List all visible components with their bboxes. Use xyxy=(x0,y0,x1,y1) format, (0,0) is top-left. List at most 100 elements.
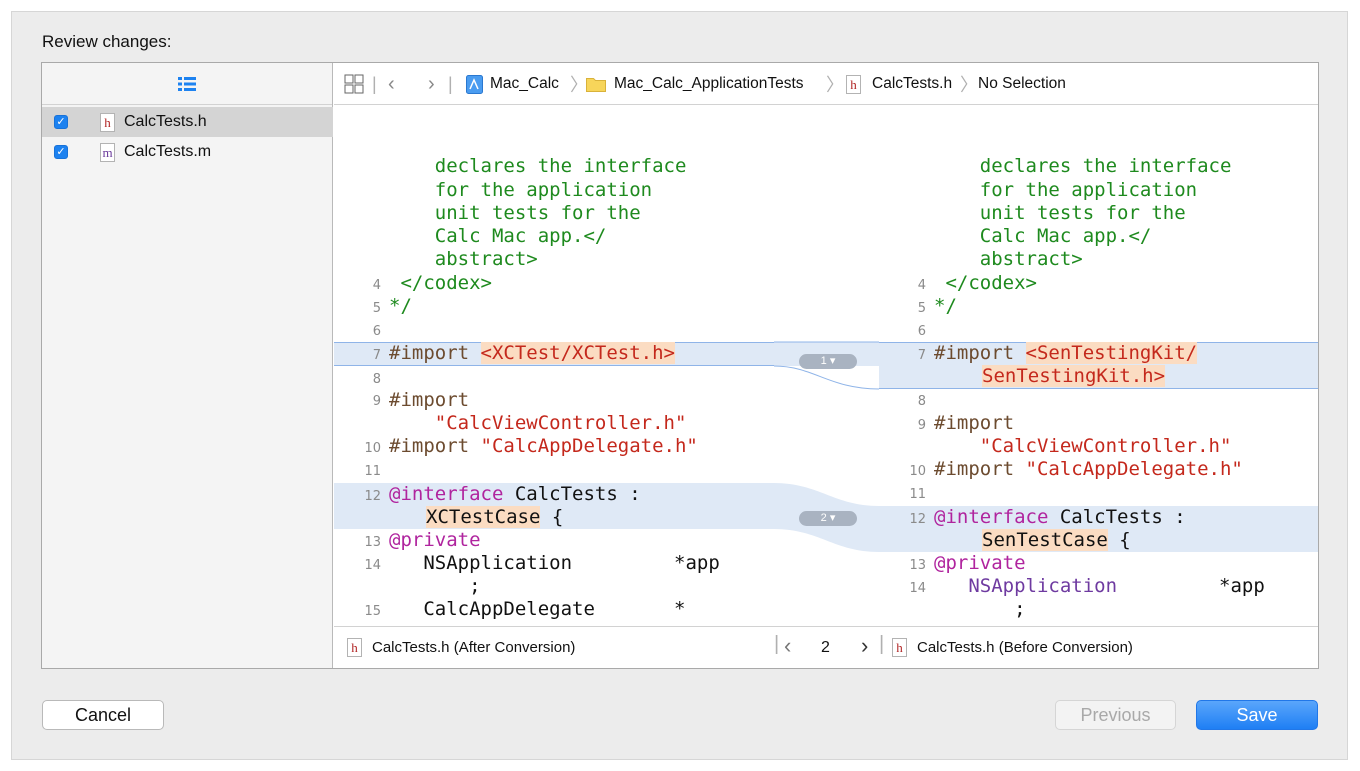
divider: | xyxy=(448,63,453,105)
breadcrumb-project[interactable]: Mac_Calc xyxy=(490,63,559,105)
code-line: XCTestCase { xyxy=(426,506,563,529)
back-arrow-icon[interactable]: ‹ xyxy=(388,63,395,105)
line-number: 5 xyxy=(879,301,926,316)
comparison-bottom-bar: h CalcTests.h (After Conversion) | ‹ 2 ›… xyxy=(334,626,1318,668)
header-file-icon: h xyxy=(846,63,861,105)
code-line: unit tests for the xyxy=(934,202,1186,225)
code-line: "CalcViewController.h" xyxy=(934,435,1231,458)
before-conversion-label[interactable]: CalcTests.h (Before Conversion) xyxy=(917,639,1133,656)
breadcrumb-file[interactable]: CalcTests.h xyxy=(872,63,952,105)
code-line: #import xyxy=(389,389,469,412)
change-marker-2[interactable]: 2 ▾ xyxy=(799,511,857,526)
breadcrumb-separator: 〉 xyxy=(960,63,978,105)
code-line: unit tests for the xyxy=(389,202,641,225)
divider: | xyxy=(372,63,377,105)
line-number: 11 xyxy=(334,464,381,479)
line-number: 10 xyxy=(879,464,926,479)
jump-bar: | ‹ › | Mac_Calc 〉 Mac_Calc_ApplicationT… xyxy=(334,63,1318,105)
breadcrumb-group[interactable]: Mac_Calc_ApplicationTests xyxy=(614,63,804,105)
sidebar-file-calctests-h[interactable]: ✓ h CalcTests.h xyxy=(42,107,333,137)
line-number: 11 xyxy=(879,487,926,502)
review-panel: ✓ h CalcTests.h ✓ m CalcTests.m | ‹ › | … xyxy=(41,62,1319,669)
code-line: #import <SenTestingKit/ xyxy=(934,342,1197,365)
list-icon[interactable] xyxy=(178,76,196,92)
previous-button[interactable]: Previous xyxy=(1055,700,1176,730)
previous-change-arrow-icon[interactable]: ‹ xyxy=(784,633,791,659)
line-number: 12 xyxy=(334,489,381,504)
code-line: @private xyxy=(389,529,481,552)
project-icon xyxy=(466,63,483,105)
code-line: abstract> xyxy=(389,248,538,271)
breadcrumb-separator: 〉 xyxy=(826,63,844,105)
line-number: 13 xyxy=(879,558,926,573)
folder-icon xyxy=(586,63,606,105)
code-line: "CalcViewController.h" xyxy=(389,412,686,435)
code-line: for the application xyxy=(934,179,1197,202)
after-conversion-label[interactable]: CalcTests.h (After Conversion) xyxy=(372,639,575,656)
code-line: SenTestingKit.h> xyxy=(982,365,1165,388)
save-button[interactable]: Save xyxy=(1196,700,1318,730)
comparison-area: | ‹ › | Mac_Calc 〉 Mac_Calc_ApplicationT… xyxy=(334,63,1318,668)
header-file-icon: h xyxy=(892,638,907,657)
code-line: abstract> xyxy=(934,248,1083,271)
code-line: *app xyxy=(1219,575,1265,598)
code-line: declares the interface xyxy=(934,155,1231,178)
sidebar-file-calctests-m[interactable]: ✓ m CalcTests.m xyxy=(42,137,333,167)
code-line: </codex> xyxy=(389,272,492,295)
before-conversion-pane[interactable]: declares the interface for the applicati… xyxy=(879,106,1318,626)
code-line: </codex> xyxy=(934,272,1037,295)
file-name: CalcTests.h xyxy=(124,113,207,131)
line-number: 9 xyxy=(334,394,381,409)
line-number: 14 xyxy=(334,558,381,573)
line-number: 9 xyxy=(879,418,926,433)
next-change-arrow-icon[interactable]: › xyxy=(861,633,868,659)
diff-connector: 1 ▾ 2 ▾ xyxy=(774,106,879,626)
line-number: 7 xyxy=(334,348,381,363)
code-line: #import xyxy=(934,412,1014,435)
code-line: CalcAppDelegate xyxy=(389,598,595,621)
forward-arrow-icon[interactable]: › xyxy=(428,63,435,105)
code-line: for the application xyxy=(389,179,652,202)
line-number: 15 xyxy=(334,604,381,619)
line-number: 7 xyxy=(879,348,926,363)
related-items-icon[interactable] xyxy=(344,63,364,105)
code-line: @private xyxy=(934,552,1026,575)
code-line: NSApplication xyxy=(934,575,1117,598)
code-line: Calc Mac app.</ xyxy=(389,225,606,248)
divider: | xyxy=(879,633,884,656)
change-index: 2 xyxy=(821,639,830,657)
code-line: @interface CalcTests : xyxy=(934,506,1186,529)
line-number: 4 xyxy=(879,278,926,293)
sidebar-header xyxy=(42,63,332,105)
line-number: 6 xyxy=(334,324,381,339)
implementation-file-icon: m xyxy=(100,143,115,162)
line-number: 13 xyxy=(334,535,381,550)
code-line: */ xyxy=(389,295,412,318)
code-line: NSApplication xyxy=(389,552,572,575)
code-line: #import "CalcAppDelegate.h" xyxy=(389,435,698,458)
dialog-title: Review changes: xyxy=(42,32,171,52)
breadcrumb-selection[interactable]: No Selection xyxy=(978,63,1066,105)
code-line: Calc Mac app.</ xyxy=(934,225,1151,248)
file-sidebar: ✓ h CalcTests.h ✓ m CalcTests.m xyxy=(42,63,333,668)
code-line: #import <XCTest/XCTest.h> xyxy=(389,342,675,365)
line-number: 8 xyxy=(879,394,926,409)
after-conversion-pane[interactable]: declares the interface for the applicati… xyxy=(334,106,774,626)
divider: | xyxy=(774,633,779,656)
code-line: * xyxy=(674,598,685,621)
code-line: */ xyxy=(934,295,957,318)
line-number: 12 xyxy=(879,512,926,527)
change-marker-1[interactable]: 1 ▾ xyxy=(799,354,857,369)
cancel-button[interactable]: Cancel xyxy=(42,700,164,730)
include-checkbox[interactable]: ✓ xyxy=(54,115,68,129)
file-name: CalcTests.m xyxy=(124,143,211,161)
line-number: 4 xyxy=(334,278,381,293)
code-line: ; xyxy=(389,575,481,598)
line-number: 8 xyxy=(334,372,381,387)
code-line: ; xyxy=(934,598,1026,621)
code-line: declares the interface xyxy=(389,155,686,178)
code-line: #import "CalcAppDelegate.h" xyxy=(934,458,1243,481)
line-number: 5 xyxy=(334,301,381,316)
include-checkbox[interactable]: ✓ xyxy=(54,145,68,159)
code-line: SenTestCase { xyxy=(982,529,1131,552)
